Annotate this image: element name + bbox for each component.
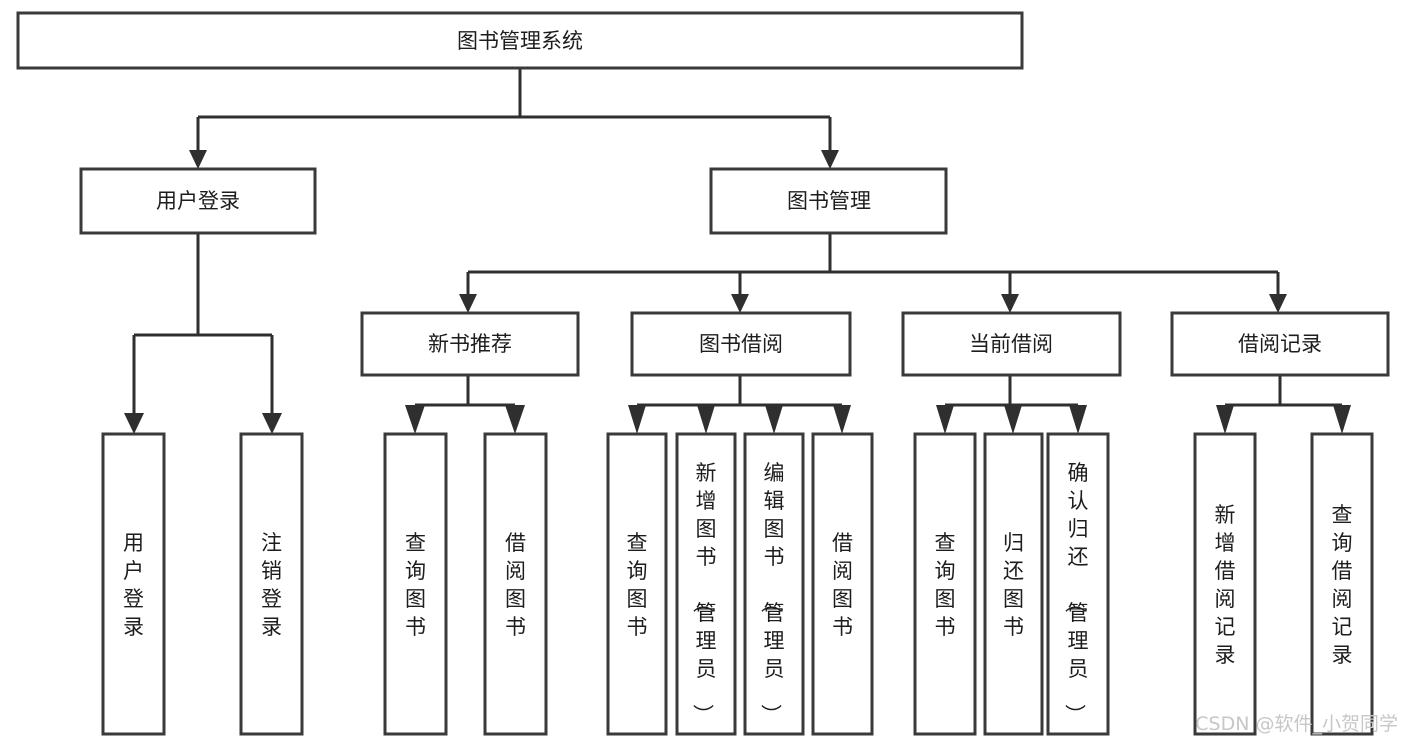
- leaf-return-book-box[interactable]: [983, 432, 1044, 736]
- leaf-user-login-label: 用户登录: [123, 531, 144, 639]
- arrow-head-leaf-add-borrow-record: [1216, 405, 1234, 434]
- node-borrow-record-box[interactable]: [1170, 311, 1390, 377]
- node-book-borrow-box[interactable]: [630, 311, 852, 377]
- arrow-head-leaf-query-borrow-record: [1333, 405, 1351, 434]
- leaf-logout-login-box[interactable]: [239, 432, 304, 736]
- leaf-borrow-book-box[interactable]: [811, 432, 874, 736]
- arrow-head-user-login: [189, 150, 207, 169]
- leaf-query-book-current[interactable]: 查询图书: [913, 432, 977, 736]
- node-new-book-recommend-label: 新书推荐: [428, 332, 512, 356]
- node-current-borrow[interactable]: 当前借阅: [901, 311, 1122, 377]
- leaf-query-book-borrow-box[interactable]: [606, 432, 668, 736]
- arrow-head-leaf-query-book-rec: [405, 405, 425, 434]
- leaf-user-login-box[interactable]: [101, 432, 166, 736]
- leaf-logout-login-label: 注销登录: [261, 531, 282, 639]
- leaf-query-book-current-label: 查询图书: [935, 531, 956, 639]
- node-current-borrow-box[interactable]: [901, 311, 1122, 377]
- arrow-head-current-borrow: [1001, 294, 1019, 313]
- connector-layer: [124, 68, 1351, 434]
- leaf-borrow-book[interactable]: 借阅图书: [811, 432, 874, 736]
- leaf-add-borrow-record-label: 新增借阅记录: [1215, 503, 1236, 667]
- leaf-user-login[interactable]: 用户登录: [101, 432, 166, 736]
- node-root-box[interactable]: [16, 11, 1024, 70]
- node-current-borrow-label: 当前借阅: [969, 332, 1053, 356]
- arrow-head-leaf-borrow-book-rec: [505, 405, 525, 434]
- arrow-head-leaf-add-book-admin: [697, 405, 715, 434]
- leaf-query-book-borrow-label: 查询图书: [627, 531, 648, 639]
- node-borrow-record[interactable]: 借阅记录: [1170, 311, 1390, 377]
- leaf-return-book[interactable]: 归还图书: [983, 432, 1044, 736]
- node-book-manage[interactable]: 图书管理: [709, 167, 948, 235]
- leaf-query-borrow-record[interactable]: 查询借阅记录: [1310, 432, 1374, 736]
- leaf-edit-book-admin-label: 编辑图书（管理员）: [759, 461, 785, 725]
- arrow-head-leaf-user-login: [124, 413, 144, 434]
- node-user-login-label: 用户登录: [156, 189, 240, 213]
- arrow-head-book-manage: [821, 150, 839, 169]
- node-new-book-recommend-box[interactable]: [360, 311, 580, 377]
- leaf-query-book-current-box[interactable]: [913, 432, 977, 736]
- node-book-borrow-label: 图书借阅: [699, 332, 783, 356]
- leaf-query-book-rec-box[interactable]: [383, 432, 448, 736]
- leaf-add-book-admin-box[interactable]: [675, 432, 737, 736]
- leaf-query-borrow-record-box[interactable]: [1310, 432, 1374, 736]
- node-book-borrow[interactable]: 图书借阅: [630, 311, 852, 377]
- arrow-head-book-borrow: [731, 294, 749, 313]
- leaf-return-book-label: 归还图书: [1003, 531, 1024, 639]
- node-new-book-recommend[interactable]: 新书推荐: [360, 311, 580, 377]
- leaf-add-book-admin-label: 新增图书（管理员）: [691, 461, 717, 725]
- node-book-manage-label: 图书管理: [787, 189, 871, 213]
- leaf-confirm-return-admin-box[interactable]: [1046, 432, 1110, 736]
- node-root[interactable]: 图书管理系统: [16, 11, 1024, 70]
- leaf-borrow-book-rec[interactable]: 借阅图书: [483, 432, 548, 736]
- leaf-add-book-admin[interactable]: 新增图书（管理员）: [675, 432, 737, 736]
- arrow-head-leaf-query-book-current: [936, 405, 954, 434]
- arrow-head-leaf-borrow-book: [833, 405, 851, 434]
- leaf-confirm-return-admin[interactable]: 确认归还（管理员）: [1046, 432, 1110, 736]
- leaf-logout-login[interactable]: 注销登录: [239, 432, 304, 736]
- arrow-head-leaf-return-book: [1004, 405, 1022, 434]
- arrow-head-leaf-logout-login: [262, 413, 282, 434]
- leaf-confirm-return-admin-label: 确认归还（管理员）: [1063, 461, 1089, 725]
- arrow-head-leaf-edit-book-admin: [765, 405, 783, 434]
- leaf-edit-book-admin[interactable]: 编辑图书（管理员）: [743, 432, 805, 736]
- leaf-add-borrow-record[interactable]: 新增借阅记录: [1193, 432, 1257, 736]
- leaf-add-borrow-record-box[interactable]: [1193, 432, 1257, 736]
- arrow-head-borrow-record: [1269, 294, 1287, 313]
- node-book-manage-box[interactable]: [709, 167, 948, 235]
- node-borrow-record-label: 借阅记录: [1238, 332, 1322, 356]
- leaf-query-book-rec-label: 查询图书: [405, 531, 426, 639]
- leaf-borrow-book-rec-box[interactable]: [483, 432, 548, 736]
- leaf-borrow-book-label: 借阅图书: [832, 531, 853, 639]
- node-user-login[interactable]: 用户登录: [79, 167, 317, 235]
- leaf-edit-book-admin-box[interactable]: [743, 432, 805, 736]
- leaf-query-book-borrow[interactable]: 查询图书: [606, 432, 668, 736]
- csdn-watermark: CSDN @软件_小贺同学: [1195, 713, 1398, 735]
- leaf-node-layer: 用户登录 注销登录 查询图书 借阅图书 查询图书 新增图书（管理员） 编辑图书（管理员） 借阅…: [101, 432, 1374, 736]
- leaf-query-book-rec[interactable]: 查询图书: [383, 432, 448, 736]
- node-root-label: 图书管理系统: [457, 29, 583, 53]
- arrow-head-leaf-confirm-return-admin: [1069, 405, 1087, 434]
- node-user-login-box[interactable]: [79, 167, 317, 235]
- arrow-head-leaf-query-book-borrow: [628, 405, 646, 434]
- leaf-query-borrow-record-label: 查询借阅记录: [1332, 503, 1353, 667]
- leaf-borrow-book-rec-label: 借阅图书: [505, 531, 526, 639]
- arrow-head-new-book-rec: [459, 294, 477, 313]
